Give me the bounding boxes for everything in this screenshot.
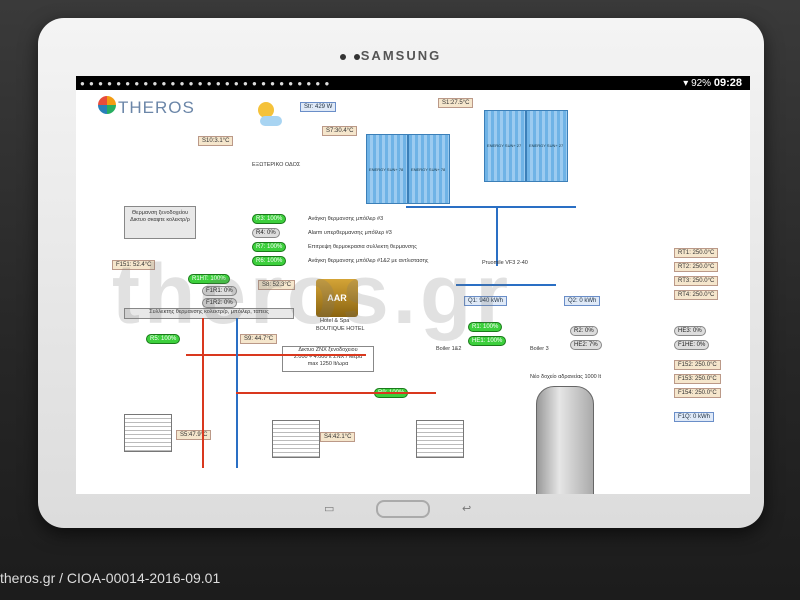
sensor-he3[interactable]: HE3: 0% [674, 326, 706, 336]
tank-caption: Νέο δοχείο αδρανείας 1000 lt [530, 374, 601, 380]
hot-pipe [236, 392, 436, 394]
sensor-s1[interactable]: S1:27.5°C [438, 98, 474, 108]
sensor-dot [354, 54, 360, 60]
collector-label: ENERGY SUN+ 27 [529, 143, 564, 148]
sensor-f1r1[interactable]: F1R1: 0% [202, 286, 237, 296]
sensor-rt4[interactable]: RT4: 250.0°C [674, 290, 719, 300]
sensor-r1ht[interactable]: R1HT: 100% [188, 274, 230, 284]
notification-icons: ● ● ● ● ● ● ● ● ● ● ● ● ● ● ● ● ● ● ● ● … [80, 79, 331, 88]
solar-power-readout[interactable]: Str: 429 W [300, 102, 337, 112]
energy-f1q[interactable]: F1Q: 0 kWh [674, 412, 715, 422]
relay-r6[interactable]: R6: 100% [252, 256, 287, 266]
sensor-f154[interactable]: F154: 250.0°C [674, 388, 721, 398]
solar-collector-left-a: ENERGY SUN+ 78 [366, 134, 408, 204]
relay-r5[interactable]: R5: 100% [146, 334, 181, 344]
boiler-caption-1: Boiler 1&2 [436, 346, 462, 352]
camera-dot [340, 54, 346, 60]
app-logo: THEROS [118, 98, 195, 117]
relay-r2[interactable]: R2: 0% [570, 326, 598, 336]
buffer-tank [536, 386, 594, 494]
collector-note: Συλλεκτης θερμανσης κολεκτρ/ρ, μπόιλερ, … [124, 308, 294, 319]
network-note: Δικτυο ΖΝΧ ξενοδοχειου 2.000 ÷ 4.000 lt … [282, 346, 374, 372]
solar-collector-right-a: ENERGY SUN+ 27 [484, 110, 526, 182]
relay-he2[interactable]: HE2: 7% [570, 340, 602, 350]
relay-r7[interactable]: R7: 100% [252, 242, 287, 252]
wifi-icon: ▾ [683, 78, 689, 89]
sensor-s8[interactable]: S8: 52.3°C [258, 280, 296, 290]
relay-desc: Επιτρεψη θερμοκρασια συλλεκτη θερμανσης [308, 244, 417, 250]
theros-logo-icon [98, 96, 116, 114]
sensor-rt3[interactable]: RT3: 250.0°C [674, 276, 719, 286]
solar-collector-right-b: ENERGY SUN+ 27 [526, 110, 568, 182]
boiler-caption-2: Boiler 3 [530, 346, 549, 352]
relay-r3[interactable]: R3: 100% [252, 214, 287, 224]
status-bar: ● ● ● ● ● ● ● ● ● ● ● ● ● ● ● ● ● ● ● ● … [76, 76, 750, 90]
sensor-f151[interactable]: F151: 52.4°C [112, 260, 156, 270]
hot-pipe [186, 354, 366, 356]
relay-he1[interactable]: HE1: 100% [468, 336, 507, 346]
cloud-icon [260, 116, 282, 126]
relay-desc: Ανάγκη θερμανσης μπόϊλερ #1&2 με αντλιστ… [308, 258, 429, 264]
sensor-f152[interactable]: F152: 250.0°C [674, 360, 721, 370]
sensor-s4[interactable]: S4:42.1°C [320, 432, 356, 442]
heat-exchanger [124, 414, 172, 452]
heat-exchanger [272, 420, 320, 458]
weather-caption: ΕΞΩΤΕΡΙΚΟ ΟΔΟΣ [252, 162, 301, 168]
sensor-f1r2[interactable]: F1R2: 0% [202, 298, 237, 308]
solar-pipe [496, 206, 498, 266]
collector-label: ENERGY SUN+ 78 [369, 167, 404, 172]
device-brand: SAMSUNG [360, 48, 442, 63]
back-key-icon[interactable]: ↩ [462, 503, 472, 515]
hotel-logo: AAR [316, 279, 358, 317]
clock: 09:28 [713, 77, 742, 89]
home-button[interactable] [376, 500, 430, 518]
relay-r4[interactable]: R4: 0% [252, 228, 280, 238]
hotel-caption: BOUTIQUE HOTEL [316, 326, 365, 332]
sensor-s9[interactable]: S9: 44.7°C [240, 334, 278, 344]
hotel-sub: Hotel & Spa [320, 318, 350, 324]
energy-q2[interactable]: Q2: 0 kWh [564, 296, 601, 306]
solar-collector-left-b: ENERGY SUN+ 78 [408, 134, 450, 204]
sensor-s7[interactable]: S7:30.4°C [322, 126, 358, 136]
sun-icon [258, 102, 274, 118]
battery-level: 92% [691, 78, 712, 89]
status-right: ▾ 92% 09:28 [683, 77, 742, 89]
solar-pipe [406, 206, 576, 208]
boiler-pipe [456, 284, 556, 286]
collector-label: ENERGY SUN+ 78 [411, 167, 446, 172]
heat-exchanger [416, 420, 464, 458]
relay-desc: Ανάγκη θερμανσης μπόϊλερ #3 [308, 216, 384, 222]
heating-box: Θερμανση ξενοδοχείου Δικτυο σκαφτε κολεκ… [124, 206, 196, 239]
relay-desc: Alarm υπερθερμανσης μπόϊλερ #3 [308, 230, 392, 236]
relay-r1[interactable]: R1: 100% [468, 322, 503, 332]
energy-q1[interactable]: Q1: 940 kWh [464, 296, 508, 306]
tablet-screen: ● ● ● ● ● ● ● ● ● ● ● ● ● ● ● ● ● ● ● ● … [76, 76, 750, 494]
footer-caption: theros.gr / CIOA-00014-2016-09.01 [0, 570, 221, 586]
sensor-f1he[interactable]: F1HE: 0% [674, 340, 710, 350]
sensor-rt2[interactable]: RT2: 250.0°C [674, 262, 719, 272]
sensor-f153[interactable]: F153: 250.0°C [674, 374, 721, 384]
sensor-s5[interactable]: S5:47.9°C [176, 430, 212, 440]
recents-key-icon[interactable]: ▭ [324, 503, 335, 515]
sensor-rt1[interactable]: RT1: 250.0°C [674, 248, 719, 258]
sensor-s10[interactable]: S10:3.1°C [198, 136, 234, 146]
collector-label: ENERGY SUN+ 27 [487, 143, 522, 148]
pump-label: Pruomile VF3 2-40 [482, 260, 528, 266]
hot-pipe [202, 318, 204, 468]
